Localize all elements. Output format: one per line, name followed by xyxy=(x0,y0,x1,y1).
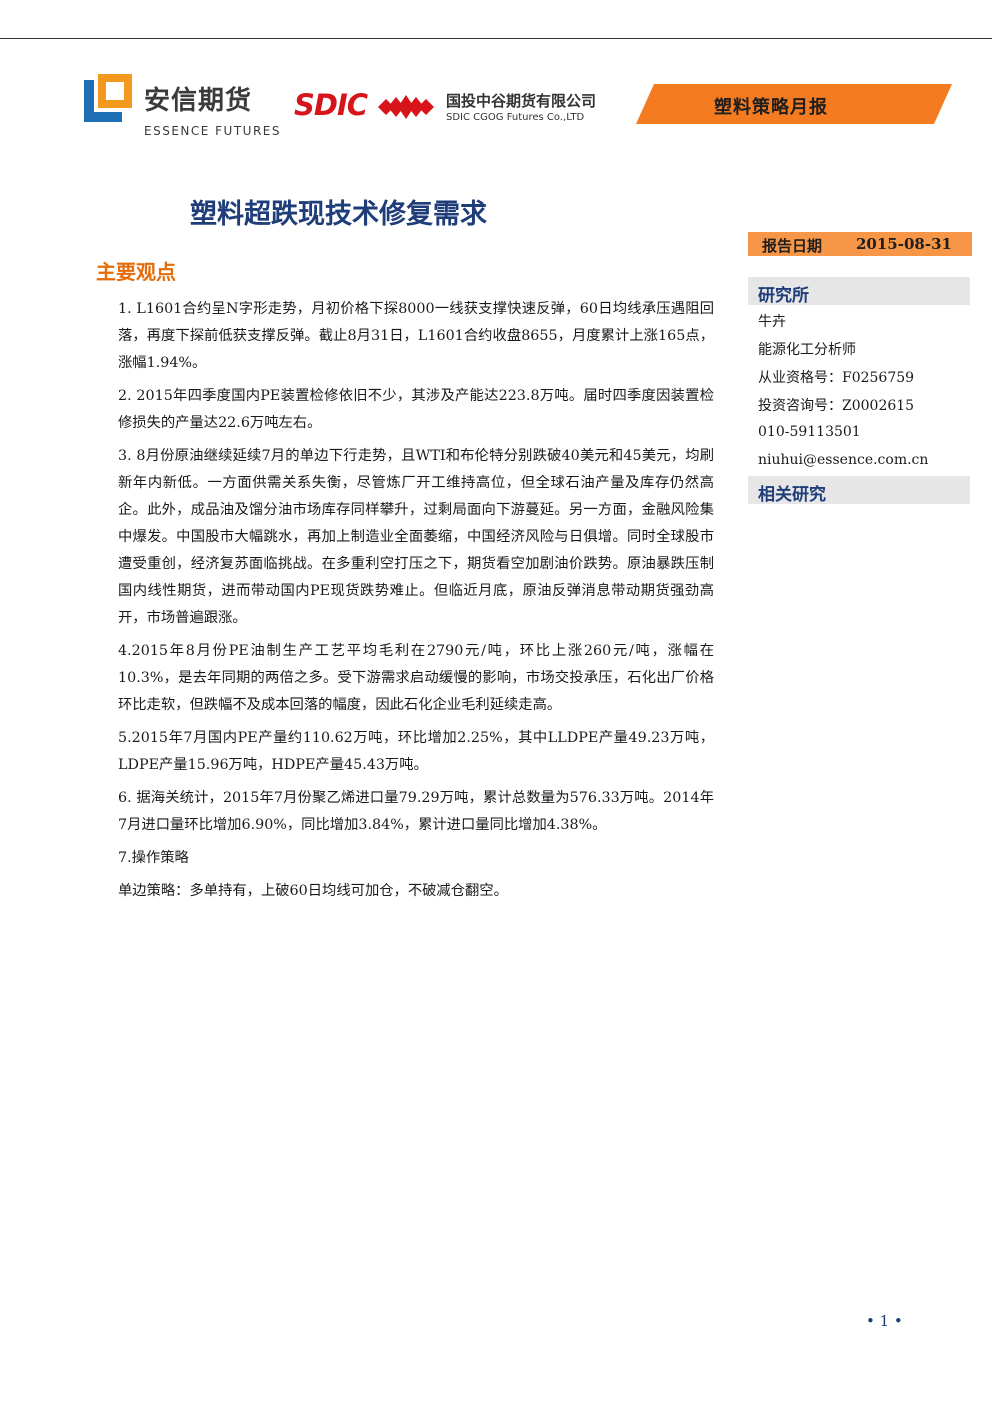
consult-number: 投资咨询号：Z0002615 xyxy=(758,398,915,414)
report-date-box: 报告日期 2015-08-31 xyxy=(748,232,972,256)
page-number: • 1 • xyxy=(866,1312,903,1330)
sdic-diamond-icon xyxy=(378,95,434,119)
point-paragraph-1: 1. L1601合约呈N字形走势，月初价格下探8000一线获支撑快速反弹，60日… xyxy=(118,301,714,371)
essence-futures-logo: 安信期货 ESSENCE FUTURES xyxy=(84,74,280,140)
qualification-number: 从业资格号：F0256759 xyxy=(758,370,915,386)
sdic-company-cn: 国投中谷期货有限公司 xyxy=(446,92,597,110)
essence-logo-cn: 安信期货 xyxy=(144,86,253,116)
essence-logo-en: ESSENCE FUTURES xyxy=(144,124,281,138)
sdic-brand: SDIC xyxy=(294,88,368,122)
report-type-banner: 塑料策略月报 xyxy=(636,84,952,124)
sdic-logo: SDIC 国投中谷期货有限公司 SDIC CGOG Futures Co.,LT… xyxy=(294,86,624,132)
report-type-label: 塑料策略月报 xyxy=(714,97,828,118)
related-research-heading-box: 相关研究 xyxy=(748,476,970,505)
institute-heading: 研究所 xyxy=(758,286,809,306)
sdic-company-en: SDIC CGOG Futures Co.,LTD xyxy=(446,112,585,123)
analyst-name: 牛卉 xyxy=(758,314,786,330)
point-paragraph-4: 4.2015年8月份PE油制生产工艺平均毛利在2790元/吨，环比上涨260元/… xyxy=(118,643,714,713)
analyst-email[interactable]: niuhui@essence.com.cn xyxy=(758,452,929,468)
strategy-heading: 7.操作策略 xyxy=(118,850,189,866)
strategy-text: 单边策略：多单持有，上破60日均线可加仓，不破减仓翻空。 xyxy=(118,883,508,899)
point-paragraph-5: 5.2015年7月国内PE产量约110.62万吨，环比增加2.25%，其中LLD… xyxy=(118,730,714,773)
main-points-body: 1. L1601合约呈N字形走势，月初价格下探8000一线获支撑快速反弹，60日… xyxy=(118,296,714,911)
header-rule xyxy=(0,38,992,39)
report-date-label: 报告日期 xyxy=(762,237,823,255)
analyst-title: 能源化工分析师 xyxy=(758,342,856,358)
point-paragraph-3: 3. 8月份原油继续延续7月的单边下行走势，且WTI和布伦特分别跌破40美元和4… xyxy=(118,448,714,626)
essence-logo-icon xyxy=(84,74,132,122)
analyst-phone: 010-59113501 xyxy=(758,424,861,440)
institute-heading-box: 研究所 xyxy=(748,277,970,306)
report-date-value: 2015-08-31 xyxy=(856,235,952,253)
related-research-heading: 相关研究 xyxy=(758,485,826,505)
point-paragraph-6: 6. 据海关统计，2015年7月份聚乙烯进口量79.29万吨，累计总数量为576… xyxy=(118,790,714,833)
document-title: 塑料超跌现技术修复需求 xyxy=(190,199,487,230)
point-paragraph-2: 2. 2015年四季度国内PE装置检修依旧不少，其涉及产能达223.8万吨。届时… xyxy=(118,388,714,431)
section-heading-main-points: 主要观点 xyxy=(96,260,176,284)
